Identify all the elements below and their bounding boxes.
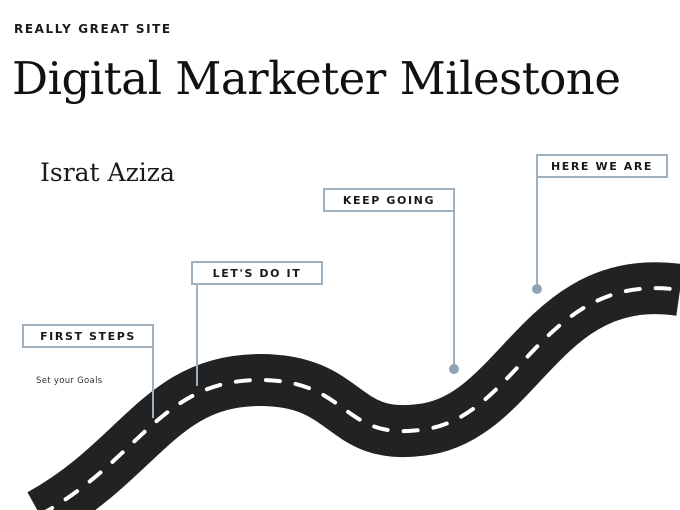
milestone-here-we-are: HERE WE ARE (536, 154, 668, 178)
page-title: Digital Marketer Milestone (12, 52, 621, 105)
milestone-pole-lets-do-it (196, 284, 198, 386)
road (27, 262, 680, 510)
milestone-pole-keep-going (453, 210, 455, 368)
milestone-first-steps: FIRST STEPS (22, 324, 154, 348)
milestone-lets-do-it: LET'S DO IT (191, 261, 323, 285)
road-center-line (44, 286, 680, 510)
milestone-keep-going: KEEP GOING (323, 188, 455, 212)
author-name: Israt Aziza (40, 158, 175, 187)
site-name: REALLY GREAT SITE (14, 22, 172, 36)
milestone-pole-here-we-are (536, 176, 538, 286)
milestone-dot-here-we-are (532, 284, 542, 294)
milestone-pole-first-steps (152, 346, 154, 418)
first-steps-note: Set your Goals (36, 376, 103, 386)
milestone-dot-keep-going (449, 364, 459, 374)
